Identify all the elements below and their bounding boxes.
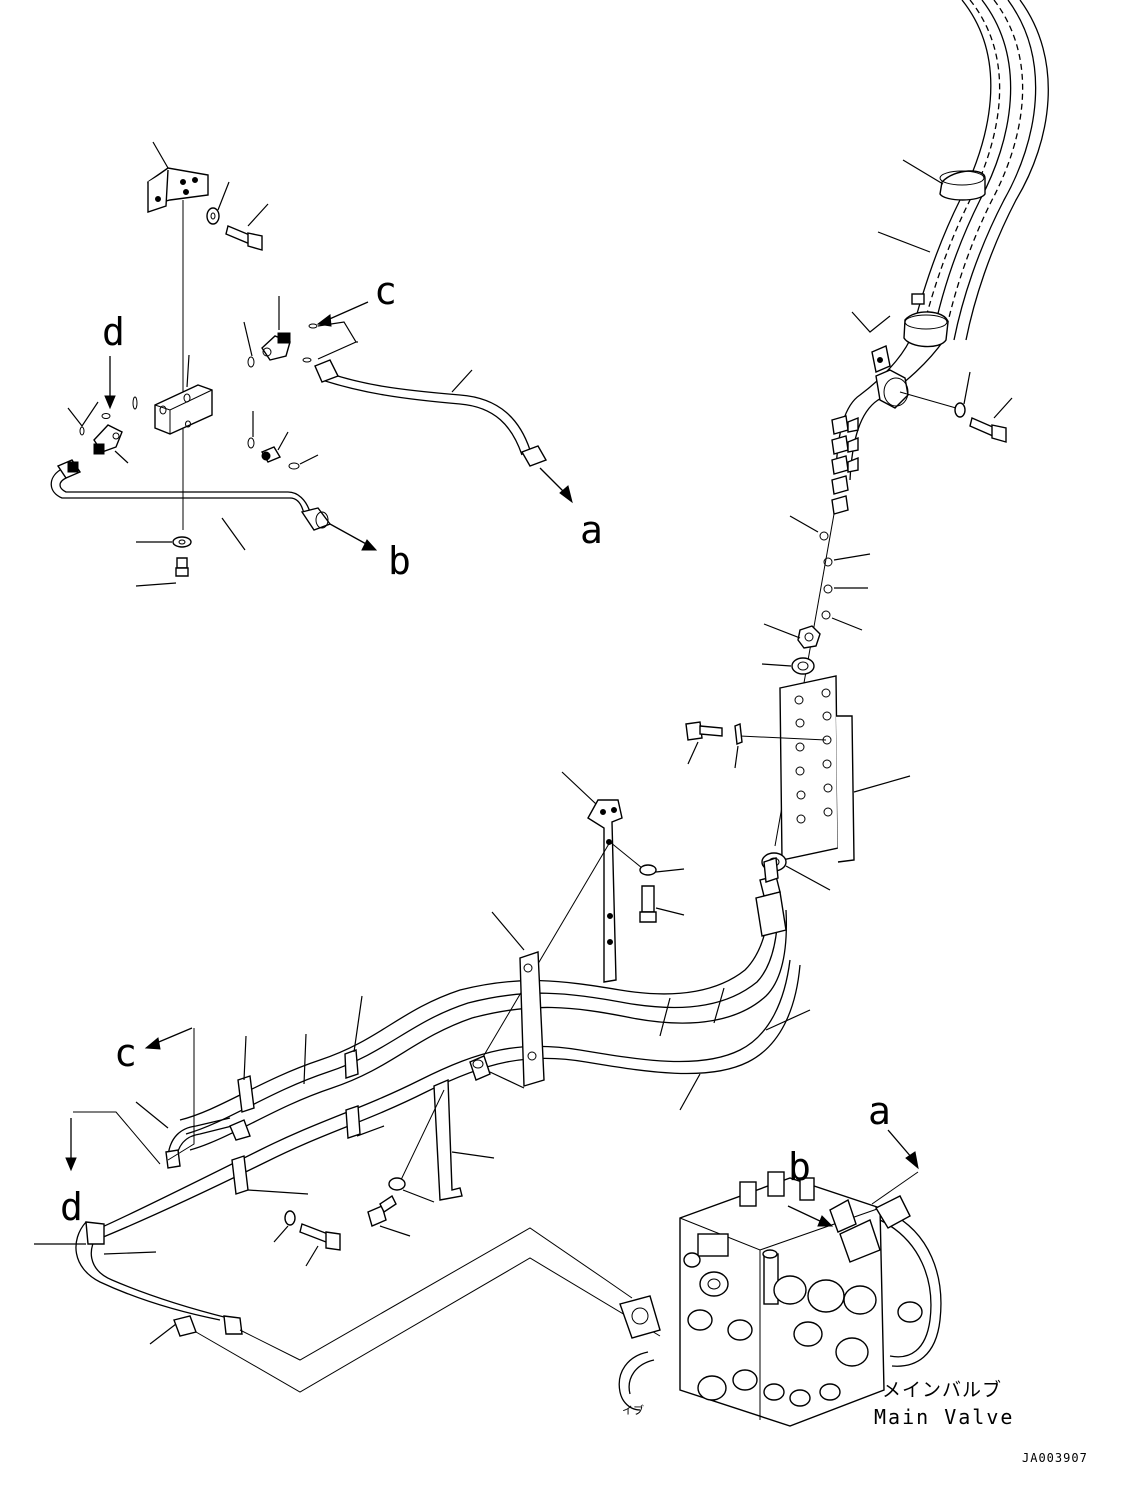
valve-hoses <box>618 1195 942 1411</box>
main-valve <box>619 1171 923 1427</box>
o-ring-group-top <box>302 323 318 363</box>
leader-washer-top <box>217 181 230 211</box>
arrow-d-top-head <box>104 395 116 410</box>
hose-bundle-upper <box>835 0 1049 481</box>
route-line-1 <box>239 1227 633 1361</box>
bracket-lower-middle <box>433 1078 463 1201</box>
plug-fitting-right <box>260 446 282 463</box>
callout-d-bottom: d <box>60 1185 83 1229</box>
arrow-c-top-shaft <box>324 301 369 322</box>
leader-bracket <box>152 141 169 169</box>
bolt-clamp <box>969 417 1007 443</box>
arrow-b-valve-shaft <box>787 1205 823 1223</box>
hose-clamp-lower <box>875 369 909 409</box>
arrow-a-top-head <box>559 485 573 504</box>
callout-a-top: a <box>580 508 603 552</box>
bracket-tall-right <box>587 799 623 983</box>
leader-o-ring-top <box>317 321 357 360</box>
washer-lower-middle <box>388 1177 406 1191</box>
lock-washer-plate <box>734 723 743 745</box>
bolt-bottom-left <box>175 557 189 577</box>
fitting-middle <box>469 1055 491 1081</box>
arrow-a-valve-head <box>905 1151 919 1170</box>
washer-lower-left <box>284 1210 296 1226</box>
arrow-a-valve-shaft <box>887 1129 913 1159</box>
leader-o-ring-block <box>243 321 253 357</box>
bolt-top <box>225 225 263 251</box>
washer-bracket-tall <box>639 864 657 876</box>
arrow-b-top-shaft <box>329 523 369 546</box>
arrow-d-bottom-head <box>65 1157 77 1172</box>
bolt-bracket-tall <box>639 885 657 923</box>
o-ring-d <box>101 413 111 419</box>
washer-top <box>206 207 220 225</box>
callout-b-valve: b <box>788 1145 811 1189</box>
leader-bolt-top <box>247 203 269 227</box>
hose-a-top <box>314 359 548 467</box>
elbow-fitting-top <box>261 332 291 361</box>
hose-connector-right <box>755 857 787 937</box>
hose-clamp-middle <box>903 293 949 348</box>
leader-clamp-middle <box>851 311 891 333</box>
callout-c-top: c <box>374 269 397 313</box>
callout-b-top: b <box>388 539 411 583</box>
nut-right <box>797 625 821 649</box>
leader-left-pair <box>67 401 99 428</box>
washer-clamp <box>954 402 966 418</box>
arrow-c-bottom-head <box>144 1037 161 1050</box>
elbow-fitting-left <box>93 424 123 455</box>
bolt-lower-middle <box>367 1194 397 1227</box>
arrow-c-bottom-shaft <box>153 1027 193 1045</box>
bolt-lower-left <box>299 1223 341 1251</box>
distribution-block <box>154 384 213 435</box>
leader-tube-b <box>221 517 246 551</box>
washer-bottom-left <box>172 536 192 548</box>
leader-clamp-upper <box>902 159 944 185</box>
clamp-bracket-tab <box>871 345 891 373</box>
leader-bracket-tall <box>561 771 597 805</box>
route-line-2 <box>195 1257 661 1393</box>
arrow-b-valve-head <box>817 1215 834 1227</box>
valve-label-english: Main Valve <box>874 1405 1014 1429</box>
tube-b <box>50 459 332 531</box>
hose-loop-bottom <box>75 1221 243 1337</box>
leader-bundle <box>877 231 931 253</box>
o-ring-block-right <box>247 437 255 449</box>
clamps-bundle-left <box>231 1049 361 1195</box>
o-ring-stack <box>819 531 833 620</box>
arrow-b-top-head <box>361 539 378 551</box>
arrow-c-top-head <box>316 314 332 327</box>
callout-c-bottom: c <box>114 1031 137 1075</box>
callout-a-valve: a <box>868 1089 891 1133</box>
leader-block <box>186 354 190 388</box>
hose-clamp-upper <box>939 170 986 201</box>
mounting-plate <box>779 675 855 863</box>
drawing-code: JA003907 <box>1022 1451 1088 1465</box>
leader-plate <box>853 775 911 793</box>
washer-right-upper <box>791 657 815 675</box>
bolt-plate <box>685 721 723 741</box>
hose-clamp-block <box>519 951 545 1087</box>
o-ring-left-small <box>79 426 85 436</box>
o-ring-block-left <box>132 396 138 410</box>
callout-d-top: d <box>102 310 125 354</box>
valve-tag-mark: イブ <box>622 1403 644 1417</box>
leader-hose-lower-1 <box>659 997 671 1037</box>
hose-end-fittings <box>831 415 859 515</box>
leader-hose-a-top <box>451 369 473 393</box>
o-ring-right-small <box>288 462 300 470</box>
mounting-bracket-top <box>147 167 209 213</box>
o-ring-block-top <box>247 356 255 368</box>
valve-label-japanese: メインバルブ <box>882 1378 1002 1401</box>
